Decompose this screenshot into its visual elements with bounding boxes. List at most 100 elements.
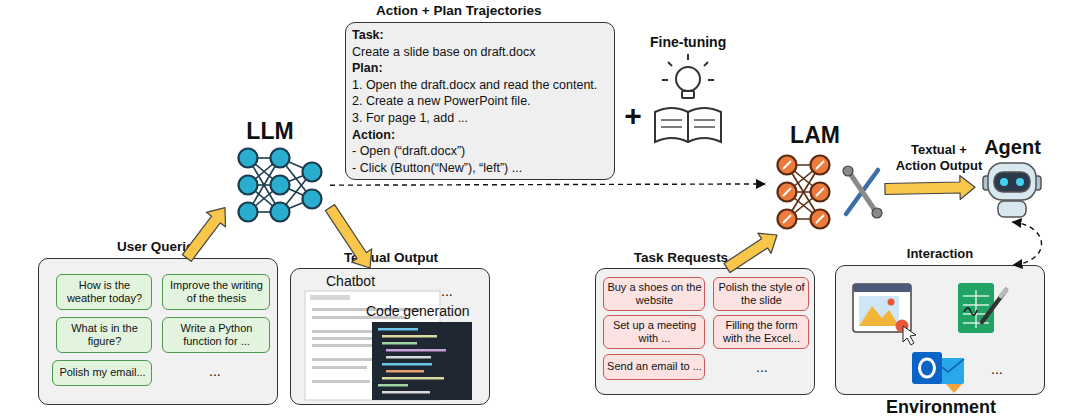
finetune-icon — [694, 126, 715, 127]
lam-network-icon — [787, 164, 820, 166]
lam-network-icon — [787, 218, 820, 220]
finetune-icon — [682, 91, 694, 98]
node-text: - Open (“draft.docx”) — [352, 144, 614, 159]
llm-network-icon — [239, 149, 322, 222]
node-text: 2. Create a new PowerPoint file. — [352, 94, 614, 109]
lam-network-icon — [783, 161, 791, 169]
node-text: ... — [209, 363, 239, 380]
llm-network-icon — [239, 176, 258, 195]
lam-network-icon — [778, 156, 797, 175]
model-node: LAM — [765, 120, 885, 235]
finetune-icon — [694, 119, 715, 120]
lam-network-icon — [778, 156, 830, 229]
node-text: Chatbot — [326, 273, 406, 290]
step-label: Fine-tuning — [650, 34, 730, 51]
node-text: Filling the form with the Excel... — [717, 318, 807, 344]
query-pill: What is in the figure? — [56, 317, 152, 353]
lam-network-icon — [787, 165, 820, 219]
node-text: LAM — [765, 122, 865, 150]
lam-network-icon — [787, 165, 820, 219]
finetune-icon — [655, 108, 721, 142]
node-text: Plan: — [352, 61, 614, 76]
model-node: LLM — [225, 118, 330, 230]
finetune-icon — [676, 67, 700, 91]
plus-sign: + — [620, 98, 646, 134]
task-pill: Set up a meeting with ... — [603, 315, 705, 349]
finetune-icon — [687, 54, 689, 60]
node-text: Polish my email... — [56, 366, 150, 379]
node-text: Action: — [352, 128, 614, 143]
panel-box: Textual OutputChatbotCode generation... — [290, 268, 490, 405]
llm-network-icon — [248, 157, 280, 159]
node-text: Write a Python function for ... — [166, 321, 268, 347]
node-text: LLM — [220, 118, 320, 146]
lam-network-icon — [846, 170, 878, 214]
node-text: Polish the style of the slide — [717, 280, 807, 306]
robot-icon — [1000, 178, 1008, 186]
task-pill: Polish the style of the slide — [713, 277, 809, 311]
query-pill: How is the weather today? — [56, 274, 152, 310]
task-pill: Filling the form with the Excel... — [713, 315, 809, 349]
node-text: Action + Plan Trajectories — [376, 3, 616, 19]
llm-network-icon — [239, 203, 258, 222]
query-pill: Improve the writing of the thesis — [162, 274, 270, 310]
robot-icon — [983, 176, 990, 190]
llm-network-icon — [271, 176, 290, 195]
node-text: - Click (Button(“New”), “left”) ... — [352, 161, 614, 176]
node-text: User Queries — [39, 239, 279, 255]
block-arrow — [724, 233, 777, 272]
node-text: ... — [441, 283, 471, 300]
node-text: Task: — [352, 28, 614, 43]
lam-network-icon — [843, 166, 853, 176]
finetune-icon — [687, 112, 689, 142]
finetune-icon — [655, 54, 721, 142]
lam-network-icon — [816, 161, 824, 169]
llm-network-icon — [280, 172, 312, 185]
robot-icon — [994, 172, 1030, 192]
node-text: Task Requests — [616, 250, 746, 266]
lam-network-icon — [811, 183, 830, 202]
trajectory-box: Action + Plan TrajectoriesTask:Create a … — [345, 22, 615, 180]
finetune-icon — [708, 79, 714, 81]
lam-network-icon — [816, 188, 824, 196]
robot-icon — [983, 163, 1041, 217]
finetune-icon — [662, 79, 668, 81]
llm-network-icon — [248, 158, 280, 185]
llm-network-icon — [280, 172, 312, 212]
lam-network-icon — [816, 215, 824, 223]
node-text: ... — [991, 361, 1021, 378]
node-text: Buy a shoes on the website — [607, 280, 703, 306]
robot-icon — [1034, 176, 1041, 190]
llm-network-icon — [248, 185, 280, 212]
robot-icon — [1016, 178, 1024, 186]
node-text: What is in the figure? — [60, 321, 150, 347]
block-arrow — [885, 176, 975, 200]
lam-network-icon — [787, 191, 820, 193]
node-text: ... — [756, 359, 786, 376]
node-text: 1. Open the draft.docx and read the cont… — [352, 78, 614, 93]
llm-network-icon — [280, 185, 312, 199]
llm-network-icon — [280, 199, 312, 212]
node-text: Send an email to ... — [607, 360, 703, 373]
lam-network-icon — [872, 208, 882, 218]
llm-network-icon — [239, 149, 258, 168]
task-pill: Buy a shoes on the website — [603, 277, 705, 311]
lam-network-icon — [778, 210, 797, 229]
llm-network-icon — [248, 211, 280, 213]
lam-network-icon — [811, 156, 830, 175]
node-text: Create a slide base on draft.docx — [352, 45, 614, 60]
query-pill: Write a Python function for ... — [162, 317, 270, 353]
lam-network-icon — [787, 165, 820, 192]
lam-network-icon — [811, 210, 830, 229]
task-pill: Send an email to ... — [603, 354, 705, 380]
panel-box: User Queries...How is the weather today?… — [38, 258, 278, 405]
node-text: Textual Output — [291, 250, 491, 266]
finetune-icon — [704, 62, 708, 66]
node-text: Set up a meeting with ... — [607, 318, 703, 344]
llm-network-icon — [280, 158, 312, 172]
node-text: Agent — [975, 135, 1050, 159]
llm-network-icon — [248, 158, 280, 185]
robot-icon — [988, 163, 1036, 200]
llm-network-icon — [280, 158, 312, 199]
